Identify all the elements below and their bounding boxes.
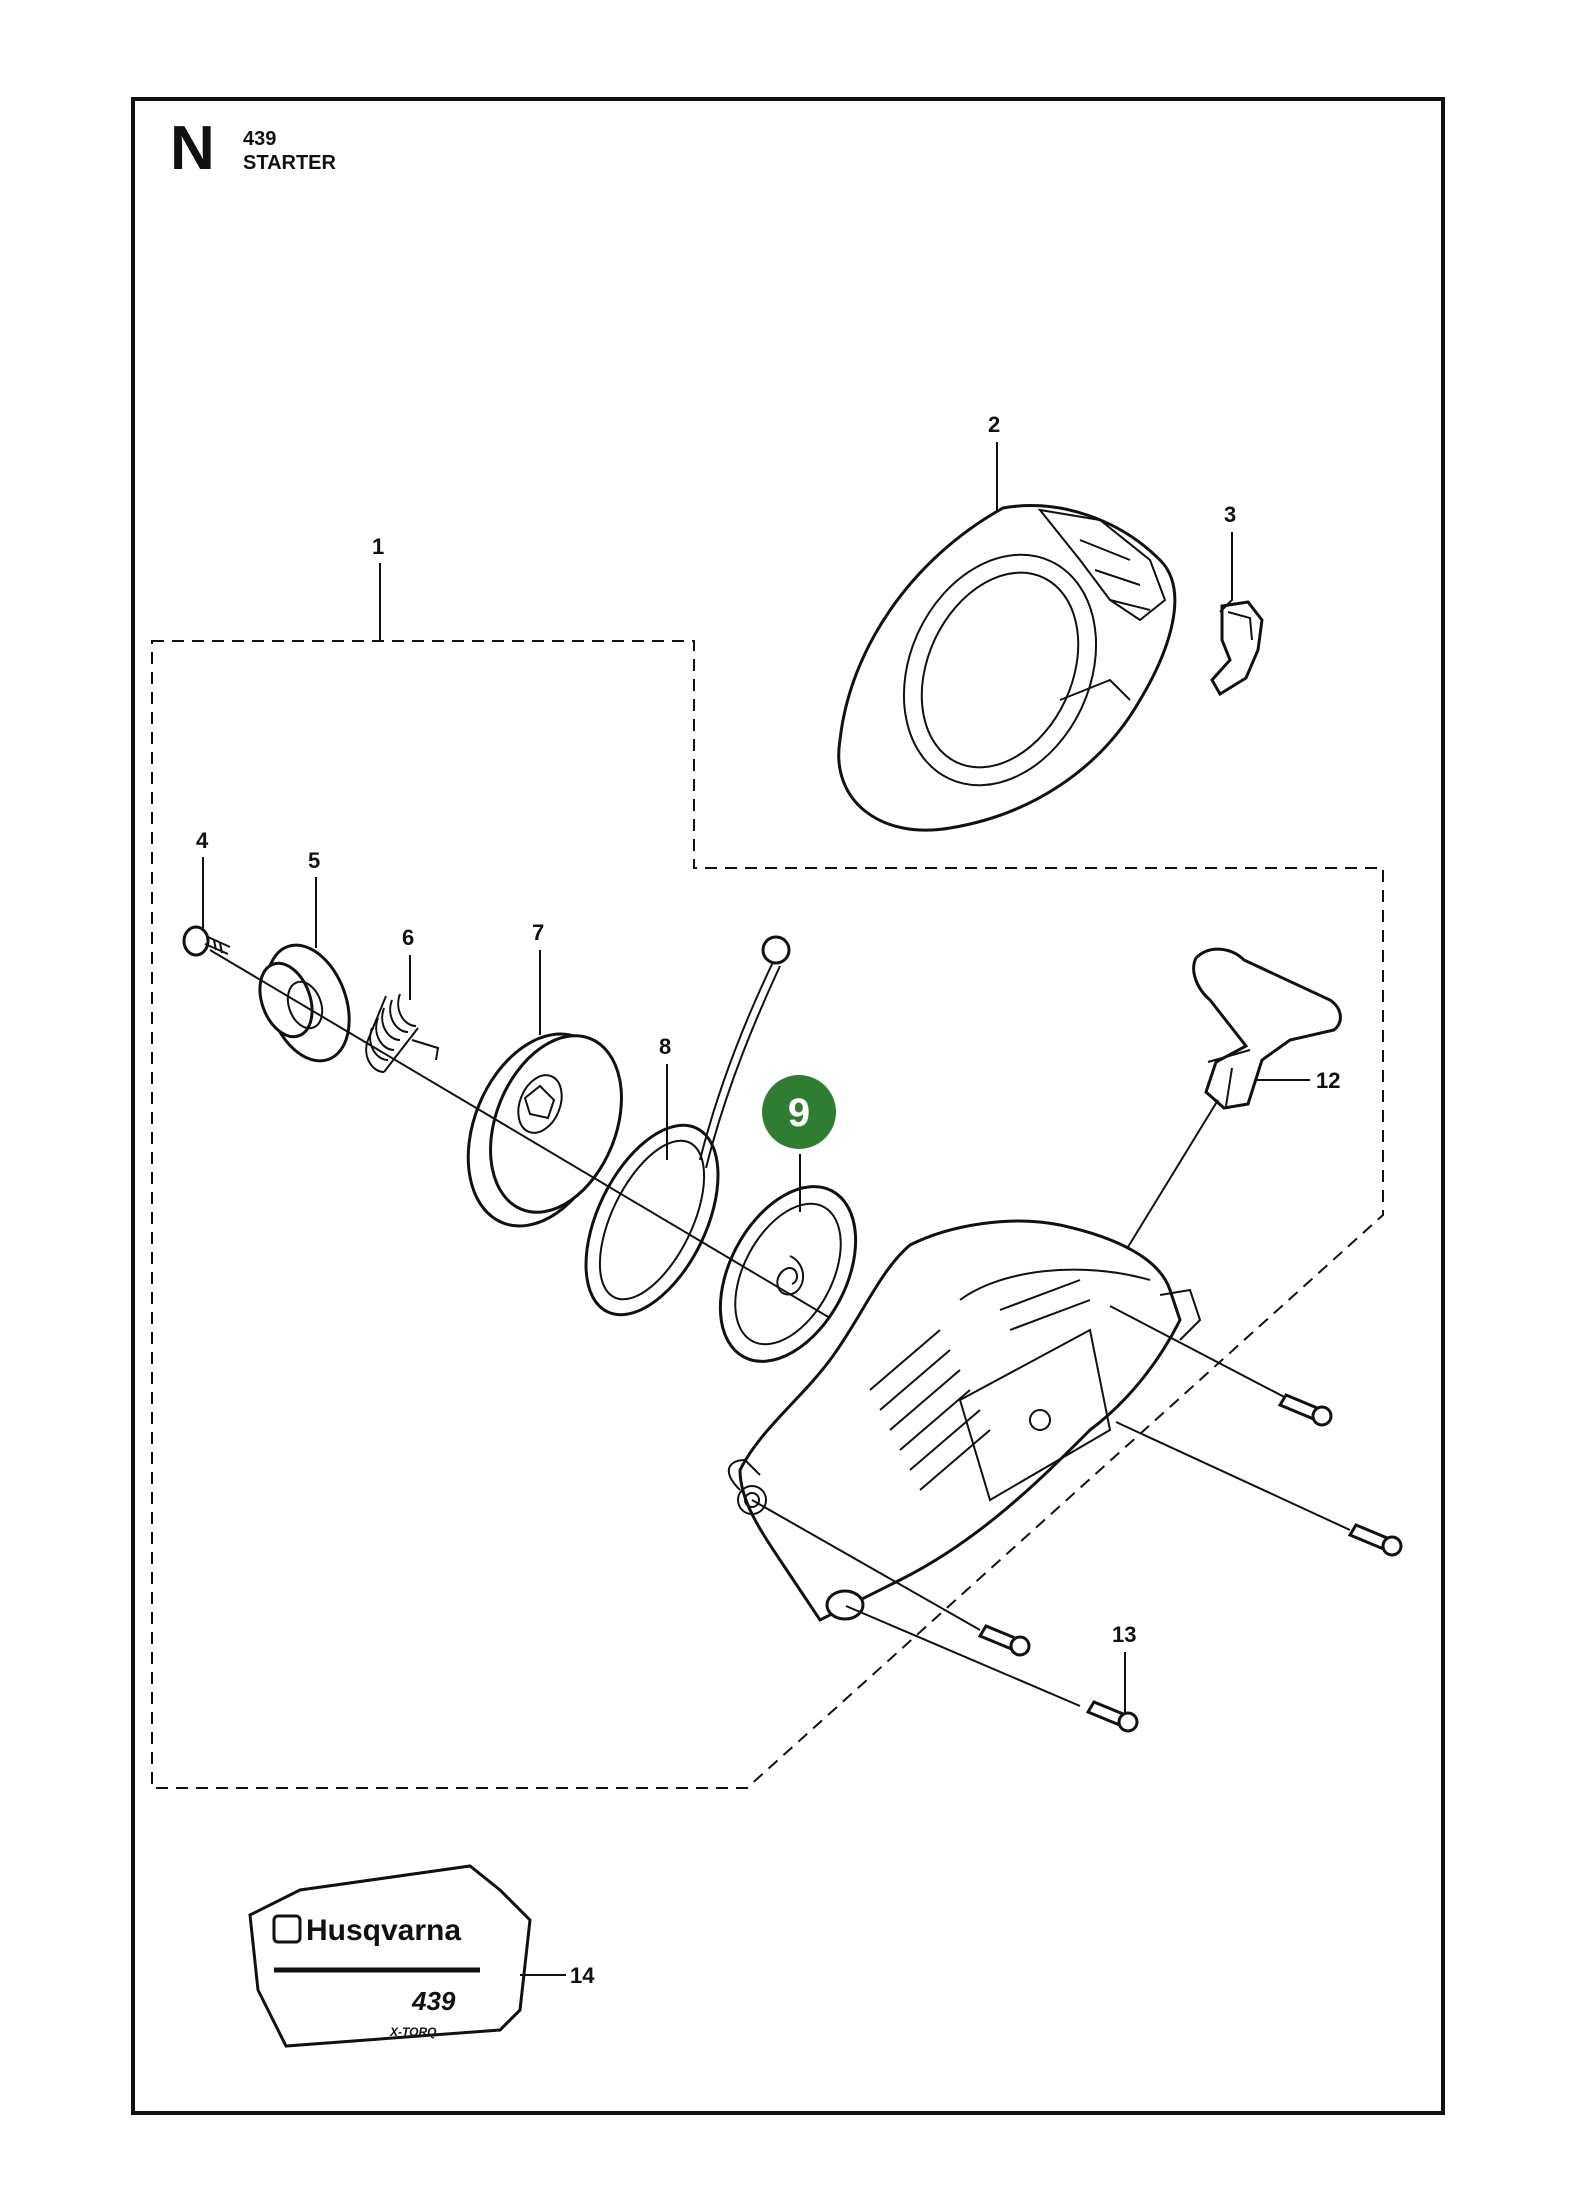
coil-spring-part [365, 993, 440, 1073]
leader-3 [1219, 532, 1233, 613]
diagram-title: STARTER [243, 152, 336, 174]
hub-part [258, 943, 351, 1063]
callout-4: 4 [196, 828, 209, 853]
callout-2: 2 [988, 412, 1000, 437]
assembly-boundary [151, 640, 1384, 1789]
clip-part [1210, 600, 1264, 697]
decal-part [248, 1864, 532, 2048]
callout-14: 14 [570, 1963, 595, 1988]
spring-cassette-part [718, 1185, 858, 1363]
rope-pulley-part [466, 1032, 623, 1228]
screw-part [182, 925, 231, 957]
callout-5: 5 [308, 848, 320, 873]
starter-housing-part [727, 1219, 1202, 1622]
model-number: 439 [243, 128, 277, 150]
highlight-badge-9 [762, 1075, 836, 1149]
housing-screw-4 [845, 1605, 1139, 1733]
housing-screw-2 [1115, 1421, 1403, 1557]
fan-cover-part [837, 504, 1177, 832]
callout-13: 13 [1112, 1622, 1136, 1647]
callout-12: 12 [1316, 1068, 1340, 1093]
decal-brand: Husqvarna [306, 1914, 461, 1947]
housing-screw-1 [1109, 1305, 1333, 1427]
section-letter: N [170, 114, 215, 183]
diagram-frame [131, 97, 1445, 2115]
callout-1: 1 [372, 534, 384, 559]
housing-screw-3 [751, 1499, 1031, 1657]
callout-6: 6 [402, 925, 414, 950]
callout-9: 9 [788, 1091, 810, 1135]
recoil-spring-part [584, 935, 791, 1317]
callout-8: 8 [659, 1034, 671, 1059]
assembly-axis [209, 949, 831, 1319]
callout-7: 7 [532, 920, 544, 945]
starter-handle-part [1192, 947, 1342, 1110]
callout-3: 3 [1224, 502, 1236, 527]
decal-model: 439 [411, 1986, 456, 2016]
decal-tagline: X-TORQ [389, 2025, 437, 2039]
